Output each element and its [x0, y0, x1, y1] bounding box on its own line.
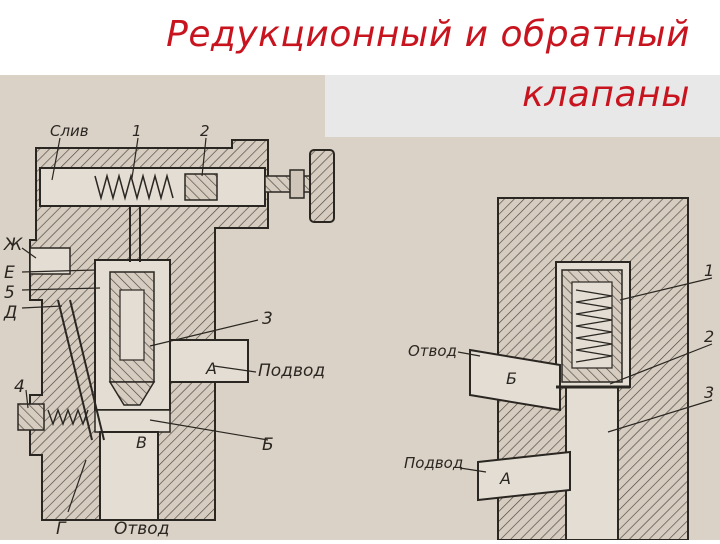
left-pilot-spring	[94, 173, 174, 201]
left-pilot-seat	[184, 173, 218, 201]
label-4: 4	[14, 377, 25, 397]
label-sliv: Слив	[50, 122, 89, 140]
label-otvod-left: Отвод	[114, 519, 169, 539]
label-b-right: Б	[506, 369, 517, 388]
label-1-left: 1	[132, 122, 142, 140]
label-podvod-left: Подвод	[258, 361, 325, 381]
label-d: Д	[3, 303, 17, 323]
right-leaders	[457, 277, 713, 473]
right-channel-b	[469, 348, 561, 412]
label-zh: Ж	[3, 235, 23, 255]
right-channel-a	[477, 450, 571, 502]
label-v: В	[136, 433, 147, 452]
left-plug-spring	[47, 407, 89, 427]
label-1-right: 1	[704, 261, 714, 280]
left-channel-a	[169, 339, 249, 383]
left-plug-4	[17, 403, 45, 431]
title-band	[325, 75, 720, 137]
left-knob	[309, 149, 335, 223]
right-lower-bore	[565, 386, 619, 541]
left-port-zh	[29, 247, 71, 275]
label-a-left: А	[205, 359, 217, 378]
label-b-left: Б	[262, 435, 274, 455]
label-3-left: 3	[262, 309, 273, 329]
left-valve-section	[17, 139, 335, 521]
right-spring	[575, 289, 613, 363]
left-spool-tip	[108, 381, 156, 406]
right-labels: Отвод Б Подвод А 1 2 3	[404, 261, 714, 488]
label-g: Г	[56, 519, 67, 539]
label-e: Е	[4, 263, 15, 283]
label-otvod-right: Отвод	[408, 342, 457, 360]
label-2-left: 2	[200, 122, 210, 140]
left-outlet-bore	[99, 431, 159, 521]
label-podvod-right: Подвод	[404, 454, 463, 472]
left-passage-g	[57, 299, 93, 441]
left-labels: Слив 1 2 Ж Е 5 Д 3 А Подвод 4 В Б Г Отво…	[3, 122, 325, 539]
right-valve-section	[469, 197, 689, 541]
label-5: 5	[4, 283, 15, 303]
left-passage-d	[69, 299, 105, 441]
label-2-right: 2	[704, 327, 714, 346]
left-leaders	[21, 137, 269, 513]
label-3-right: 3	[704, 383, 714, 402]
left-lock-nut	[289, 169, 305, 199]
title-band-top	[0, 0, 720, 75]
label-a-right: А	[499, 469, 511, 488]
left-spool-inner	[119, 289, 145, 361]
